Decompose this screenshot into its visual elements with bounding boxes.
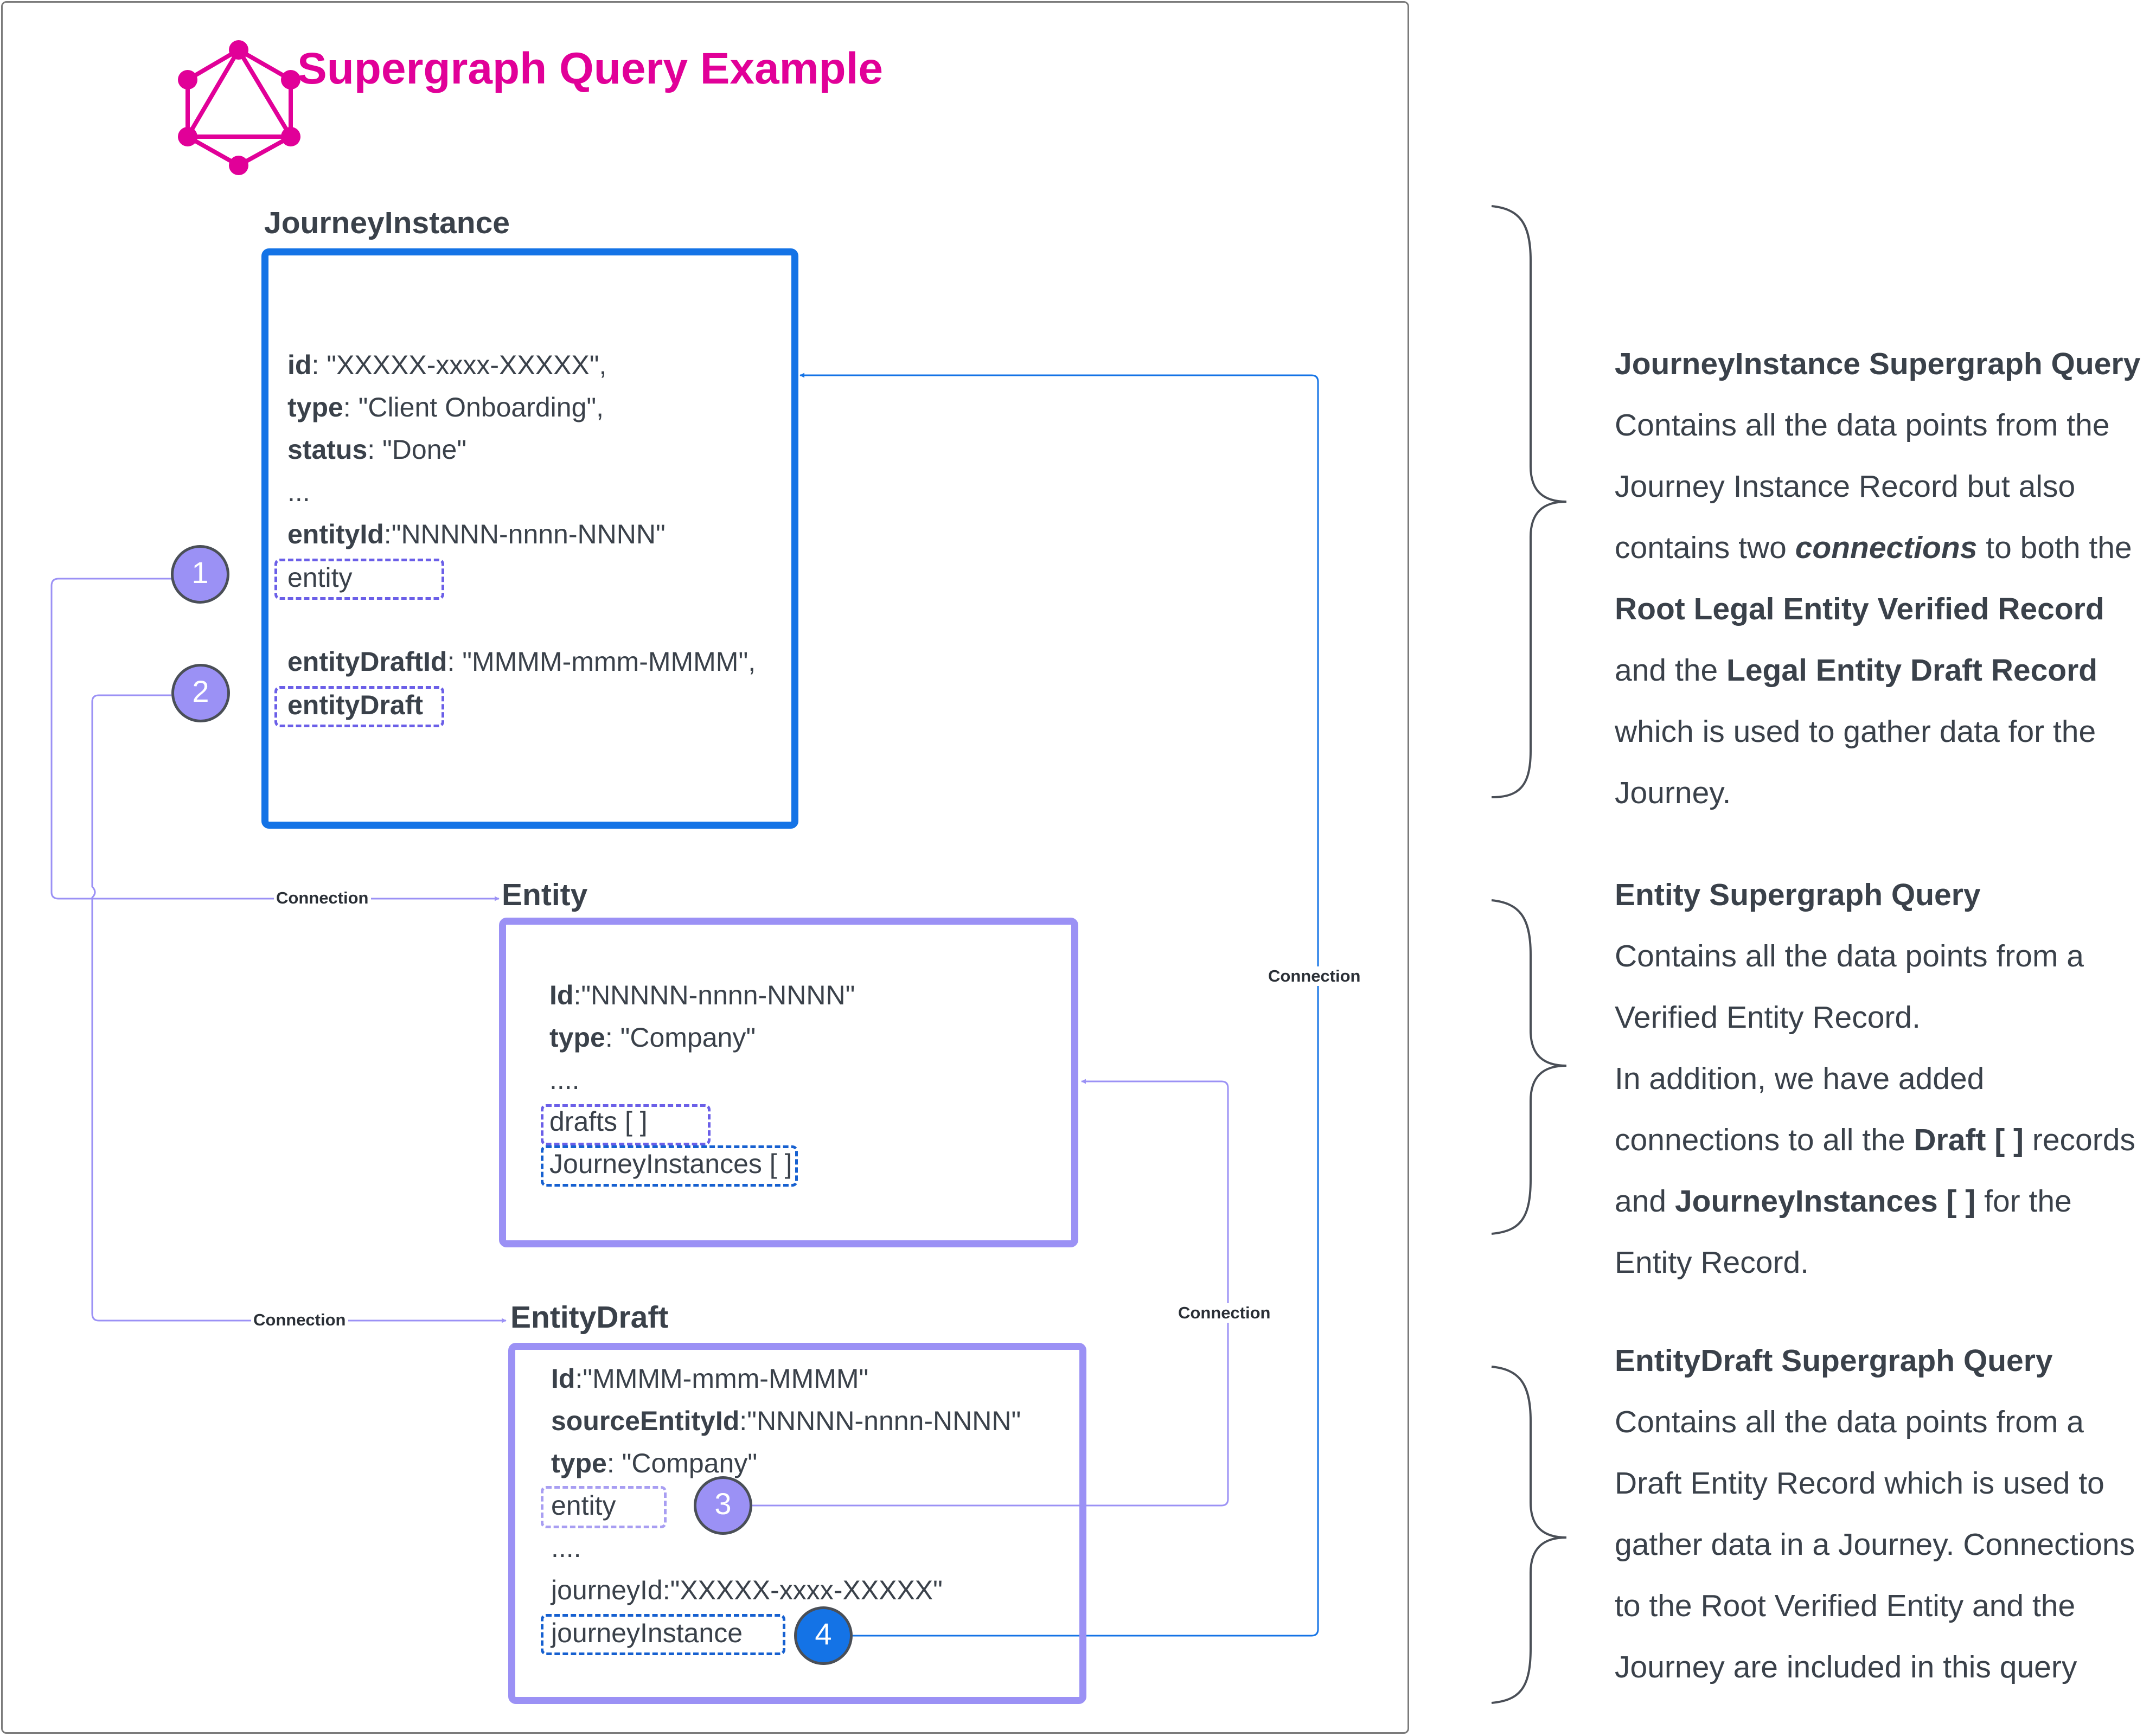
ji-desc-line: Root Legal Entity Verified Record (1615, 592, 2104, 626)
curly-brace-icon (1491, 899, 1567, 1235)
entity-draft-description: EntityDraft Supergraph Query Contains al… (1615, 1330, 2156, 1698)
ed-desc-line: gather data in a Journey. Connections (1615, 1527, 2135, 1562)
connection-label-4: Connection (1266, 966, 1363, 986)
entity-desc-line: Verified Entity Record. (1615, 1000, 1921, 1035)
diagram-frame (1, 1, 1409, 1734)
badge-3: 3 (694, 1476, 752, 1535)
ji-id-row: id: "XXXXX-xxxx-XXXXX", (287, 350, 607, 380)
ji-desc-line: Journey Instance Record but also (1615, 469, 2076, 504)
ed-ellipsis: .... (551, 1533, 581, 1563)
entity-draft-title: EntityDraft (510, 1300, 669, 1335)
curly-brace-icon (1491, 1366, 1567, 1704)
ed-journey-instance-field-box (541, 1614, 785, 1655)
ji-entity-id-row: entityId:"NNNNN-nnnn-NNNN" (287, 519, 666, 549)
ji-desc-heading: JourneyInstance Supergraph Query (1615, 347, 2141, 381)
entity-box (499, 918, 1078, 1247)
connector-2 (91, 694, 507, 1323)
journey-instance-box (261, 248, 798, 829)
ed-source-row: sourceEntityId:"NNNNN-nnnn-NNNN" (551, 1406, 1021, 1436)
ed-id-row: Id:"MMMM-mmm-MMMM" (551, 1363, 869, 1394)
ed-entity-field: entity (551, 1490, 616, 1521)
connector-4 (799, 373, 1319, 1637)
ed-journey-instance-field: journeyInstance (551, 1618, 743, 1648)
journey-instance-title: JourneyInstance (264, 206, 510, 240)
ji-ellipsis: ... (287, 477, 310, 507)
ji-entity-draft-id-row: entityDraftId: "MMMM-mmm-MMMM", (287, 646, 756, 677)
ji-entity-draft-field: entityDraft (287, 690, 424, 720)
ed-desc-line: Contains all the data points from a (1615, 1405, 2084, 1439)
ji-desc-line: Journey. (1615, 776, 1731, 810)
ed-desc-line: Draft Entity Record which is used to (1615, 1466, 2104, 1501)
ed-desc-heading: EntityDraft Supergraph Query (1615, 1343, 2053, 1378)
ji-desc-line: and the Legal Entity Draft Record (1615, 653, 2098, 688)
entity-ellipsis: .... (549, 1065, 580, 1095)
connection-label-3: Connection (1176, 1303, 1273, 1323)
entity-desc-line: In addition, we have added (1615, 1061, 1985, 1096)
entity-drafts-field: drafts [ ] (549, 1106, 648, 1137)
ed-desc-line: Journey are included in this query (1615, 1650, 2077, 1684)
entity-title: Entity (502, 877, 588, 912)
entity-journey-instances-field: JourneyInstances [ ] (549, 1149, 792, 1179)
ji-status-row: status: "Done" (287, 434, 467, 465)
curly-brace-icon (1491, 205, 1567, 798)
entity-desc-heading: Entity Supergraph Query (1615, 877, 1981, 912)
ji-desc-line: Contains all the data points from the (1615, 408, 2110, 443)
entity-id-row: Id:"NNNNN-nnnn-NNNN" (549, 980, 855, 1010)
entity-description: Entity Supergraph Query Contains all the… (1615, 864, 2156, 1293)
ed-journey-id-row: journeyId:"XXXXX-xxxx-XXXXX" (551, 1575, 943, 1605)
entity-draft-box (508, 1343, 1086, 1704)
journey-instance-description: JourneyInstance Supergraph Query Contain… (1615, 334, 2156, 824)
ji-entity-field-box (274, 559, 444, 600)
ji-type-row: type: "Client Onboarding", (287, 392, 604, 422)
entity-desc-line: Contains all the data points from a (1615, 939, 2084, 973)
entity-type-row: type: "Company" (549, 1022, 756, 1053)
entity-desc-line: connections to all the Draft [ ] records (1615, 1123, 2135, 1157)
badge-1: 1 (171, 545, 229, 604)
badge-4: 4 (794, 1606, 853, 1665)
page-title: Supergraph Query Example (297, 44, 884, 93)
ji-desc-line: which is used to gather data for the (1615, 714, 2096, 749)
connection-label-1: Connection (274, 888, 371, 908)
ji-desc-line: contains two connections to both the (1615, 530, 2132, 565)
ed-desc-line: to the Root Verified Entity and the (1615, 1588, 2076, 1623)
ed-entity-field-box (541, 1486, 667, 1528)
ji-entity-field: entity (287, 562, 353, 593)
entity-drafts-field-box (541, 1104, 711, 1145)
entity-desc-line: and JourneyInstances [ ] for the (1615, 1184, 2072, 1219)
ji-entity-draft-field-box (274, 686, 444, 727)
connection-label-2: Connection (251, 1310, 348, 1330)
badge-2: 2 (171, 664, 230, 722)
entity-desc-line: Entity Record. (1615, 1245, 1809, 1280)
entity-journey-instances-field-box (541, 1145, 798, 1187)
ed-type-row: type: "Company" (551, 1448, 758, 1478)
graphql-logo-icon (178, 40, 300, 175)
connector-1 (50, 578, 500, 901)
connector-3 (752, 1079, 1229, 1507)
